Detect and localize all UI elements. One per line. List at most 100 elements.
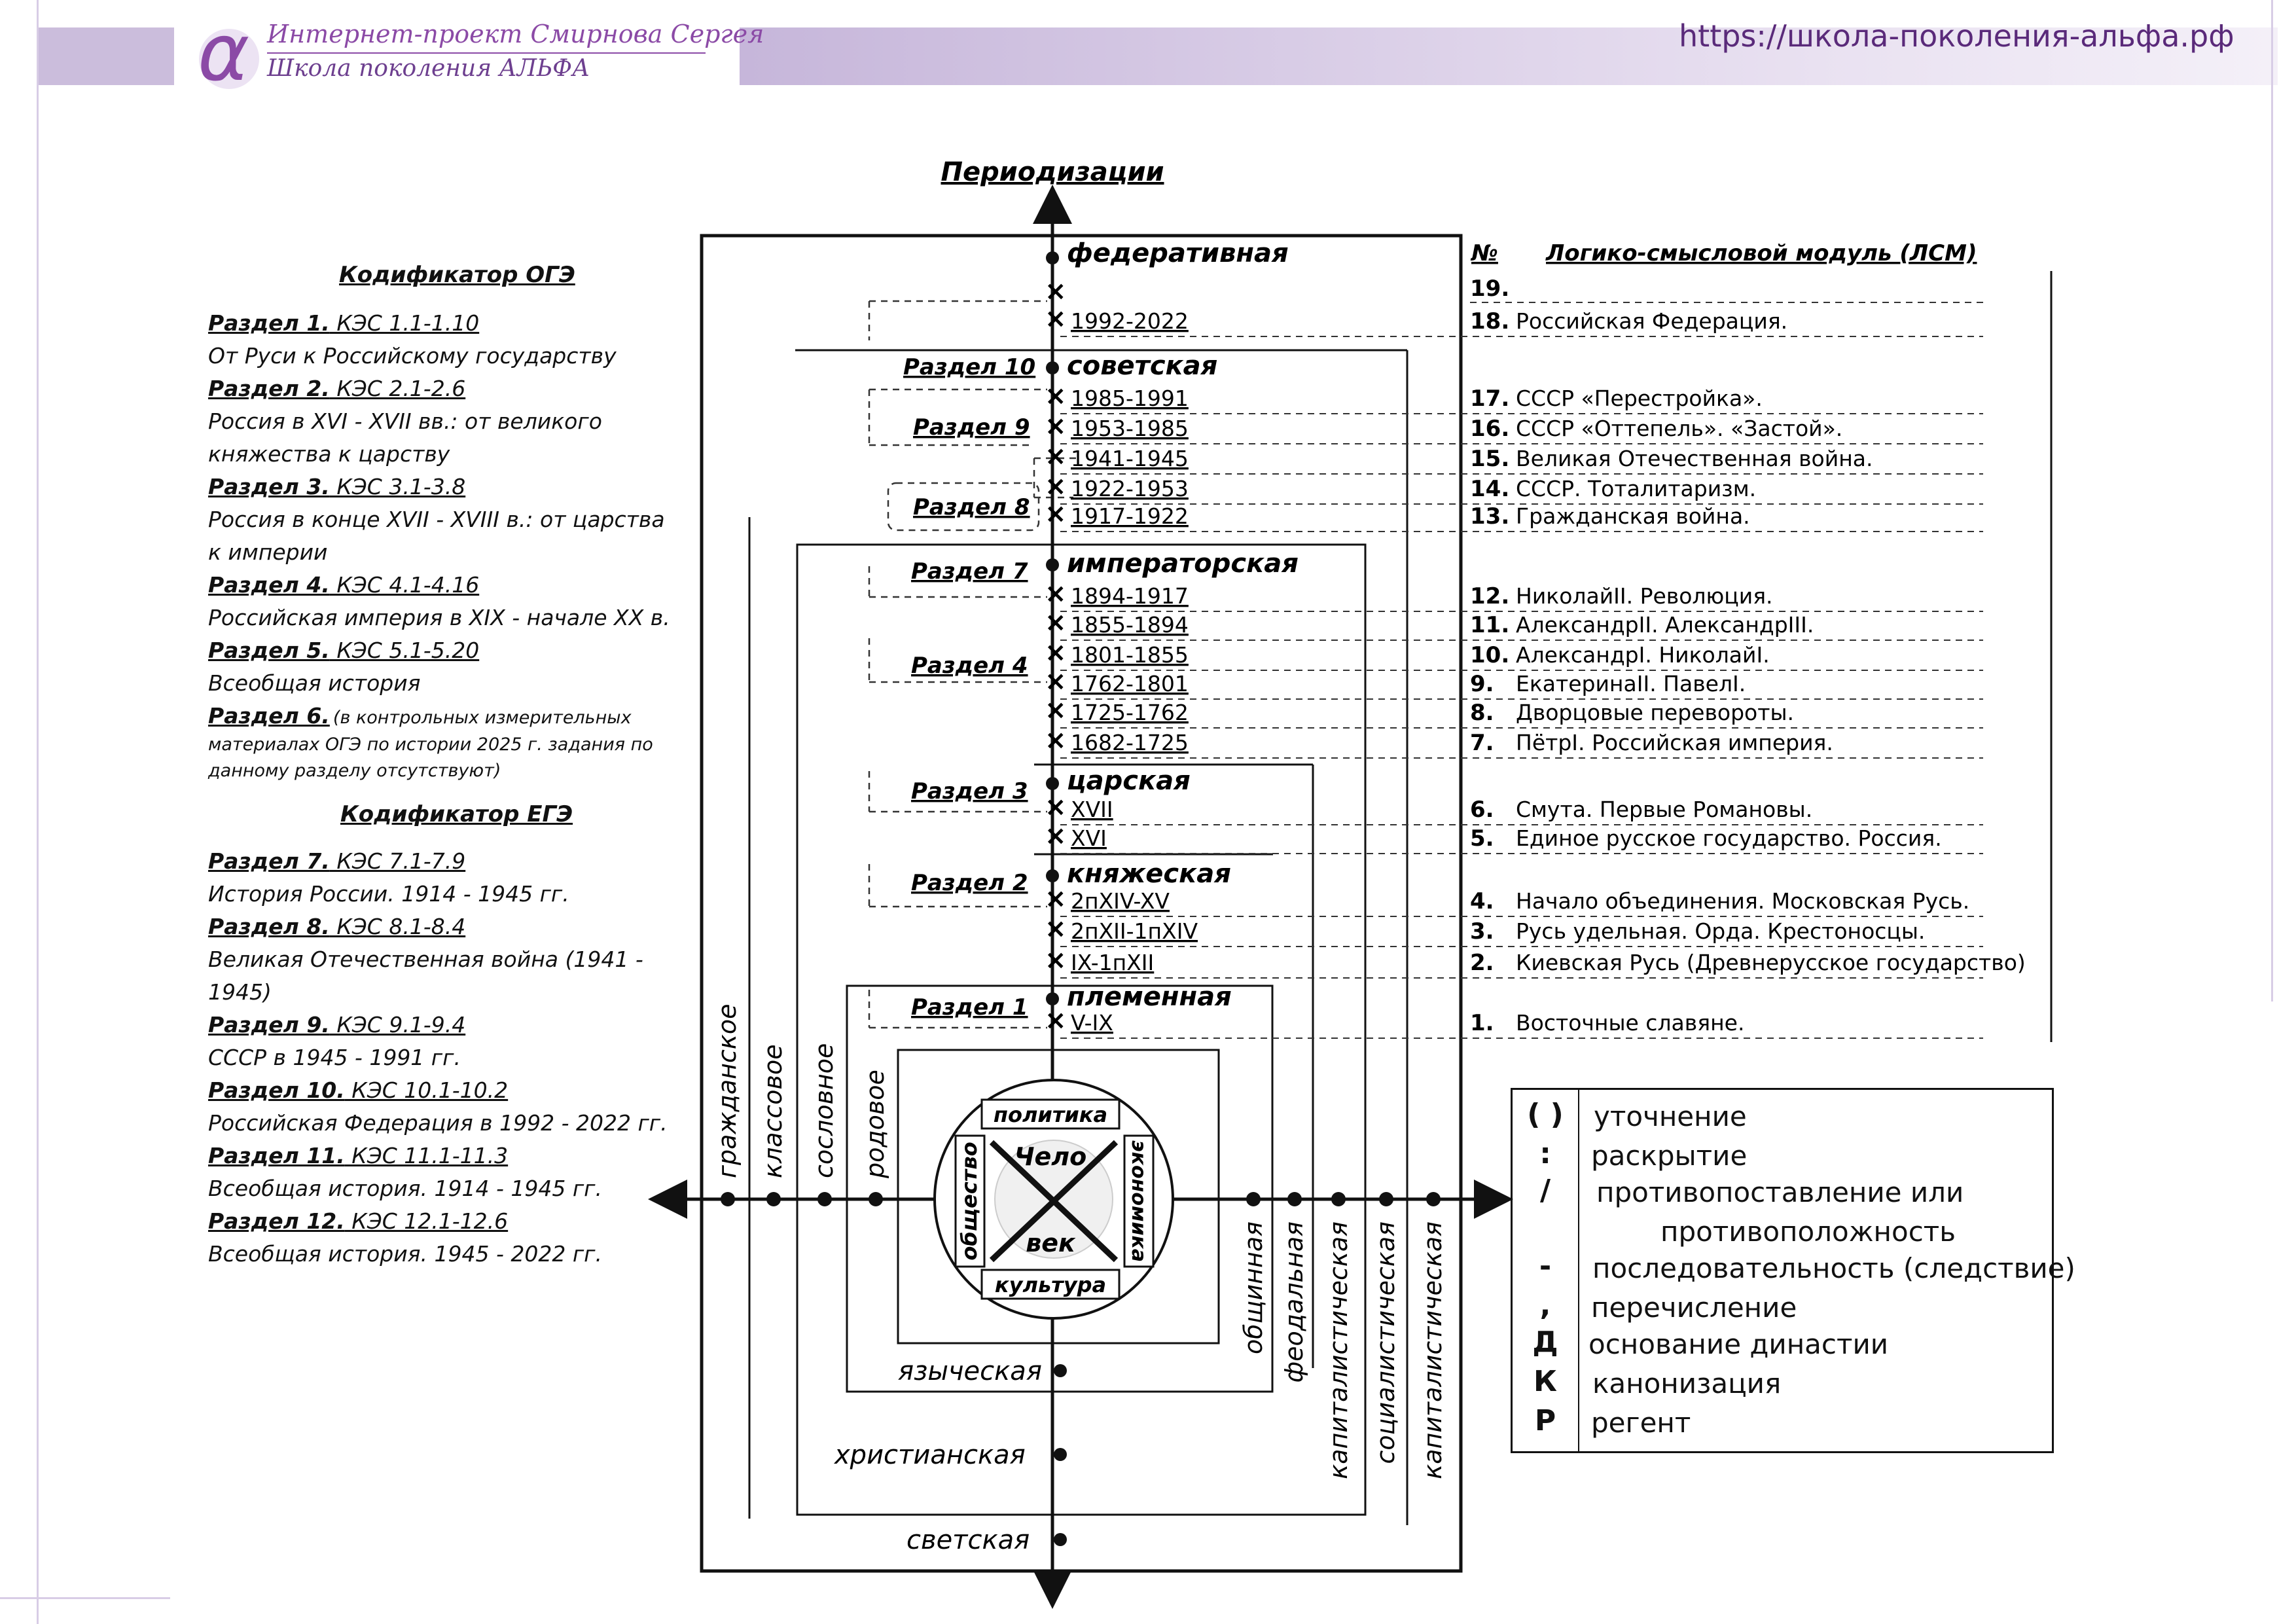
period-marker: × — [1045, 695, 1067, 725]
left-axis-labels: гражданское классовое сословное родовое — [713, 1004, 889, 1206]
level-imperial: императорская — [1067, 549, 1299, 579]
razdel-labels: Раздел 10 Раздел 9 Раздел 8 Раздел 7 Раз… — [903, 354, 1035, 1020]
row-19-num: 19. — [1470, 276, 1509, 302]
oge-section-1-heading: Раздел 1. КЭС 1.1-1.10 — [208, 310, 480, 336]
site-url-link[interactable]: https://школа-поколения-альфа.рф — [1679, 18, 2234, 54]
razdel-dashed-lines — [868, 300, 1080, 1029]
label-secular: светская — [906, 1525, 1030, 1555]
oge-section-3-text: Россия в конце XVII - XVIII в.: от царст… — [208, 507, 665, 532]
period-marker: × — [1045, 666, 1067, 696]
period-marker: × — [1045, 499, 1067, 529]
module-number: 3. — [1470, 918, 1494, 945]
level-soviet: советская — [1067, 351, 1217, 381]
period-years: 1725-1762 — [1071, 700, 1189, 725]
period-years: V-IX — [1071, 1010, 1113, 1036]
module-text: Смута. Первые Романовы. — [1516, 797, 1812, 822]
legend-text: раскрытие — [1591, 1140, 1748, 1172]
module-text: Киевская Русь (Древнерусское государство… — [1516, 950, 2026, 975]
oge-section-5-heading: Раздел 5. КЭС 5.1-5.20 — [208, 638, 480, 663]
period-years: 1801-1855 — [1071, 642, 1189, 668]
module-number: 4. — [1470, 888, 1494, 914]
ege-section-11-text: Всеобщая история. 1914 - 1945 гг. — [208, 1176, 603, 1201]
axis-label-class: классовое — [759, 1044, 787, 1178]
frame-outer — [700, 234, 1463, 1573]
period-years: 1953-1985 — [1071, 416, 1189, 441]
oge-section-2-text: Россия в XVI - XVII вв.: от великого — [208, 408, 602, 434]
module-number: 9. — [1470, 671, 1494, 697]
diagram-title: Периодизации — [941, 157, 1164, 187]
oge-section-3-text-2: к империи — [208, 539, 328, 565]
module-number: 10. — [1470, 642, 1509, 668]
period-marker: × — [1045, 725, 1067, 755]
module-number: 14. — [1470, 476, 1509, 502]
legend-symbol: - — [1539, 1250, 1552, 1283]
period-years: 1917-1922 — [1071, 503, 1189, 529]
legend-text: перечисление — [1591, 1291, 1797, 1324]
oge-section-1-text: От Руси к Российскому государству — [208, 343, 617, 369]
period-marker: × — [1045, 304, 1067, 334]
header-bottom-line — [0, 1597, 170, 1599]
legend-symbol: К — [1534, 1365, 1557, 1398]
level-federative: федеративная — [1067, 238, 1289, 268]
oge-title: Кодификатор ОГЭ — [339, 262, 575, 288]
center-right-label: экономика — [1127, 1140, 1150, 1262]
ege-section-10-text: Российская Федерация в 1992 - 2022 гг. — [208, 1110, 668, 1136]
period-years: 1985-1991 — [1071, 386, 1189, 411]
oge-section-2-text-2: княжества к царству — [208, 441, 450, 467]
axis-label-feudal: феодальная — [1280, 1221, 1308, 1382]
module-number: 7. — [1470, 730, 1494, 756]
period-marker: × — [1045, 411, 1067, 441]
header-vertical-line — [37, 0, 39, 1624]
axis-label-socialist: социалистическая — [1371, 1221, 1400, 1464]
period-marker: × — [1045, 1005, 1067, 1036]
period-years: 2пXII-1пXIV — [1071, 918, 1198, 944]
center-word-2: век — [1026, 1229, 1076, 1257]
period-marker: × — [1045, 914, 1067, 944]
module-number: 12. — [1470, 583, 1509, 609]
module-text: Начало объединения. Московская Русь. — [1516, 888, 1969, 914]
period-marker: × — [1045, 945, 1067, 975]
razdel-10-label: Раздел 10 — [903, 354, 1035, 380]
module-number: 15. — [1470, 446, 1509, 472]
razdel-2-label: Раздел 2 — [911, 870, 1028, 896]
oge-section-3-heading: Раздел 3. КЭС 3.1-3.8 — [208, 474, 466, 499]
ege-section-12-text: Всеобщая история. 1945 - 2022 гг. — [208, 1241, 603, 1267]
period-years: IX-1пXII — [1071, 950, 1154, 975]
module-text: Великая Отечественная война. — [1516, 446, 1873, 471]
legend-text: противопоставление или — [1596, 1176, 1964, 1208]
period-years: 1855-1894 — [1071, 612, 1189, 638]
legend-text: канонизация — [1592, 1367, 1782, 1399]
oge-section-6-text-2: материалах ОГЭ по истории 2025 г. задани… — [208, 734, 653, 755]
period-years: 1992-2022 — [1071, 308, 1189, 334]
header-right-vertical-line — [2271, 0, 2273, 1001]
legend-symbol: : — [1539, 1137, 1551, 1170]
oge-section-5-text: Всеобщая история — [208, 670, 421, 696]
module-text: Восточные славяне. — [1516, 1010, 1744, 1036]
label-pagan: языческая — [898, 1356, 1042, 1386]
right-axis-labels: общинная феодальная капиталистическая со… — [1239, 1192, 1447, 1479]
svg-text:α: α — [198, 8, 249, 93]
alpha-logo: α — [191, 8, 276, 99]
razdel-8-box — [887, 482, 1040, 532]
nested-frames — [700, 234, 1463, 1573]
period-years: 1894-1917 — [1071, 583, 1189, 609]
module-number: 2. — [1470, 950, 1494, 976]
axis-label-tribal: родовое — [861, 1070, 889, 1179]
period-marker: × — [1045, 638, 1067, 668]
period-marker: × — [1045, 579, 1067, 609]
module-text: АлександрII. АлександрIII. — [1516, 612, 1814, 638]
module-number: 8. — [1470, 700, 1494, 726]
bracket-lines — [748, 271, 2053, 1525]
vertical-levels: федеративная советская императорская цар… — [1046, 238, 1299, 1012]
module-text: Дворцовые перевороты. — [1516, 700, 1794, 725]
table-header-num: № — [1470, 240, 1498, 266]
period-years: 1762-1801 — [1071, 671, 1189, 696]
module-number: 13. — [1470, 503, 1509, 530]
period-years: XVII — [1071, 797, 1113, 822]
module-number: 1. — [1470, 1010, 1494, 1036]
period-marker: × — [1045, 884, 1067, 914]
ege-section-8-text: Великая Отечественная война (1941 - — [208, 947, 643, 972]
legend-symbol: Р — [1534, 1404, 1556, 1437]
legend-symbol: / — [1539, 1174, 1551, 1207]
